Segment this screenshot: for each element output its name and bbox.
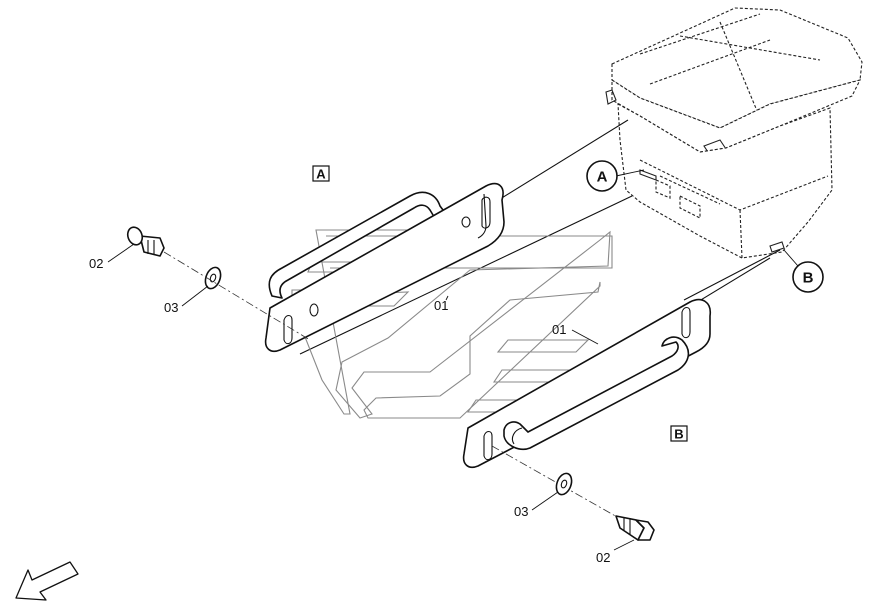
callout-b-label: B	[803, 270, 814, 287]
part-03-upper-label: 03	[164, 300, 178, 315]
handle-lower	[462, 298, 712, 469]
washer-upper	[204, 266, 222, 290]
axis-line-upper	[163, 251, 311, 341]
callout-a-label: A	[597, 169, 608, 186]
part-03-lower-label: 03	[514, 504, 528, 519]
callout-b: B	[783, 249, 824, 293]
washer-lower	[555, 472, 573, 496]
part-02-upper-label: 02	[89, 256, 103, 271]
view-box-a-label: A	[316, 167, 326, 182]
arrow-down-left-icon	[15, 561, 79, 601]
seat-assembly	[605, 7, 863, 259]
view-line-a-2	[299, 195, 633, 355]
view-box-b: B	[670, 425, 688, 442]
part-01-upper-label: 01	[434, 298, 448, 313]
bolt-lower	[615, 515, 655, 541]
view-box-a: A	[312, 165, 330, 182]
part-01-lower-label: 01	[552, 322, 566, 337]
view-line-b-2	[683, 249, 781, 301]
handle-upper	[264, 182, 505, 353]
view-box-b-label: B	[674, 427, 683, 442]
callout-a: A	[586, 160, 645, 192]
bolt-upper	[126, 226, 165, 257]
part-02-lower-label: 02	[596, 550, 610, 565]
axis-line-lower	[491, 445, 627, 523]
